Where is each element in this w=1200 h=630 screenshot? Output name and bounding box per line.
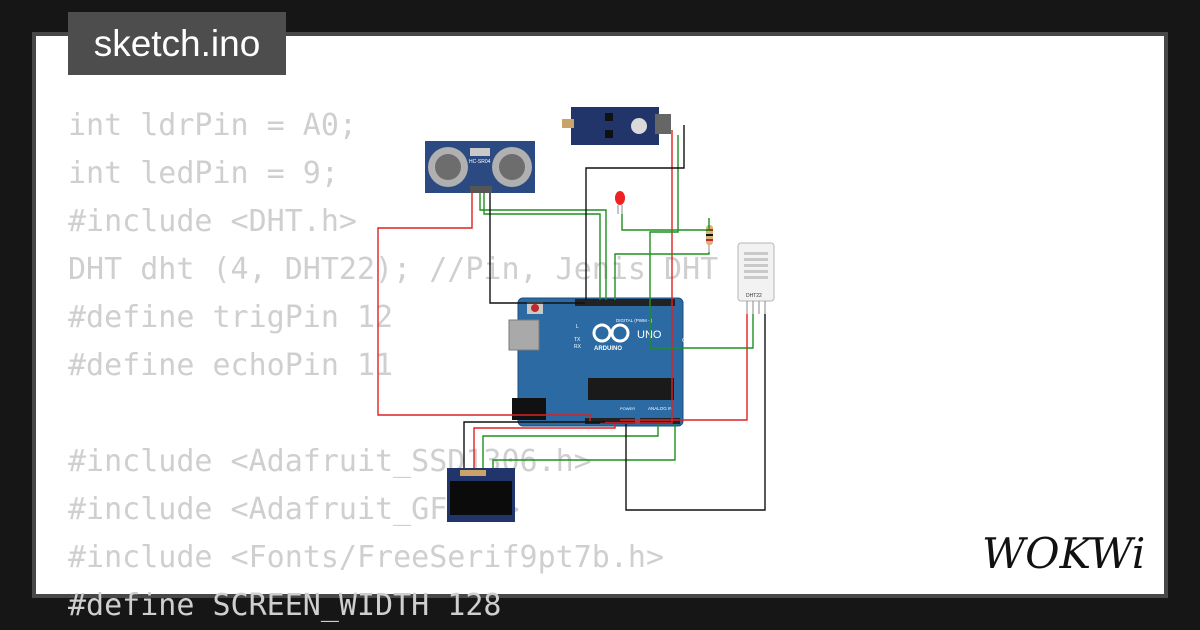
wire-red <box>600 130 673 424</box>
code-preview: int ldrPin = A0; int ledPin = 9; #include … <box>68 102 718 630</box>
code-line: #include <DHT.h> <box>68 204 357 239</box>
sketch-title: sketch.ino <box>68 12 286 75</box>
wire-green <box>482 424 659 468</box>
wire-green <box>492 424 676 468</box>
l-led-label: L <box>576 324 579 330</box>
code-line: #include <Fonts/FreeSerif9pt7b.h> <box>68 540 665 575</box>
circuit-diagram: UNO ARDUINO DIGITAL (PWM ~) ANALOG IN PO… <box>377 107 775 522</box>
rx-led-label: RX <box>574 344 582 350</box>
wire-black <box>625 314 766 511</box>
wire-red <box>473 424 616 468</box>
wire-black <box>463 421 605 468</box>
digital-header-label: DIGITAL (PWM ~) <box>616 318 653 323</box>
code-line: int ledPin = 9; <box>68 156 339 191</box>
arduino-brand-label: ARDUINO <box>594 346 622 352</box>
red-led[interactable] <box>615 191 625 214</box>
oled-display[interactable] <box>447 468 515 522</box>
wire-red <box>620 314 748 421</box>
on-led-label: ON <box>682 338 690 344</box>
dht-label: DHT22 <box>746 293 762 299</box>
wire-black <box>489 193 585 304</box>
tx-led-label: TX <box>574 337 581 343</box>
wire-green <box>621 214 710 231</box>
wire-green <box>649 135 679 300</box>
ultrasonic-label: HC-SR04 <box>469 159 491 165</box>
dht22-sensor[interactable]: DHT22 <box>737 242 775 314</box>
code-line: #define trigPin 12 <box>68 300 394 335</box>
simulation-canvas[interactable]: int ldrPin = A0; int ledPin = 9; #include … <box>36 36 1164 623</box>
power-header-label: POWER <box>620 406 635 411</box>
ldr-module[interactable] <box>562 107 671 145</box>
analog-header-label: ANALOG IN <box>648 406 673 411</box>
arduino-uno-board[interactable]: UNO ARDUINO DIGITAL (PWM ~) ANALOG IN PO… <box>508 297 690 427</box>
wire-green <box>614 252 710 300</box>
code-line: #include <Adafruit_SSD1306.h> <box>68 444 592 479</box>
code-line: #define echoPin 11 <box>68 348 394 383</box>
wire-green <box>483 193 601 300</box>
code-line: #define SCREEN_WIDTH 128 <box>68 588 502 623</box>
wire-black <box>585 125 685 300</box>
wire-green <box>479 193 607 300</box>
wire-red <box>377 193 591 422</box>
code-line: int ldrPin = A0; <box>68 108 357 143</box>
ultrasonic-sensor[interactable]: HC-SR04 <box>425 141 535 193</box>
logo-text: WOKWi <box>982 529 1145 578</box>
wokwi-logo: WOKWi <box>982 529 1145 578</box>
wire-green <box>649 300 754 349</box>
code-line: DHT dht (4, DHT22); //Pin, Jenis DHT <box>68 252 719 287</box>
